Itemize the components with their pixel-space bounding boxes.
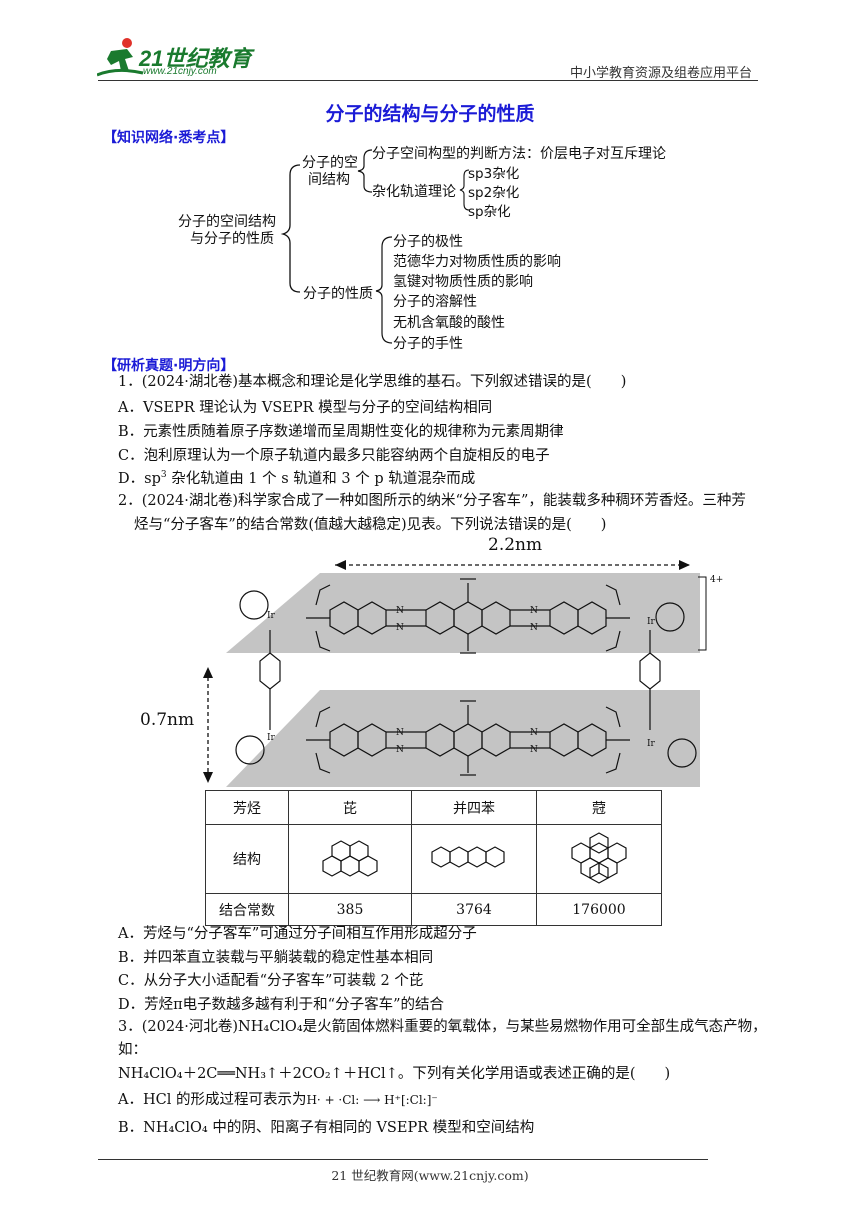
tetracene-structure-icon: [431, 846, 505, 868]
tree-branch1-line1: 分子的空: [302, 155, 358, 171]
runner-logo-icon: [97, 38, 144, 77]
tree-vsepr-method: 分子空间构型的判断方法：价层电子对互斥理论: [372, 146, 666, 162]
figure-ir-bottom-left: Ir: [267, 733, 275, 743]
q3-option-a-formula: H· + ·Cl: ⟶ H⁺[:Cl:]⁻: [306, 1093, 438, 1107]
logo-text: 21世纪教育: [139, 46, 252, 71]
q1-option-d-sup: 3: [160, 470, 167, 481]
q2-option-c: C．从分子大小适配看“分子客车”可装载 2 个芘: [118, 973, 424, 989]
tetracene-structure: [411, 824, 537, 894]
figure-n-bottom-4: N: [530, 745, 538, 755]
table-constant-coronene: 176000: [536, 893, 662, 926]
figure-height-label: 0.7nm: [140, 710, 195, 730]
tree-branch2: 分子的性质: [303, 286, 373, 302]
tree-item-vdw: 范德华力对物质性质的影响: [393, 254, 561, 270]
q2-stem-line1: 2．(2024·湖北卷)科学家合成了一种如图所示的纳米“分子客车”，能装载多种稠…: [118, 493, 746, 509]
figure-ir-bottom-right: Ir: [647, 739, 655, 749]
table-name-coronene: 蒄: [536, 790, 662, 825]
q2-option-a: A．芳烃与“分子客车”可通过分子间相互作用形成超分子: [118, 926, 477, 942]
footer-divider: [98, 1159, 708, 1160]
figure-n-bottom-3: N: [530, 728, 538, 738]
q1-option-d-prefix: D．sp: [118, 471, 161, 487]
binding-constant-table: 芳烃 芘 并四苯 蒄 结构: [205, 790, 662, 926]
pyrene-structure-icon: [322, 840, 378, 877]
tree-root-line1: 分子的空间结构: [178, 214, 276, 230]
tree-sp2: sp2杂化: [468, 185, 520, 201]
tree-braces: [280, 149, 470, 344]
table-constant-pyrene: 385: [288, 893, 412, 926]
q1-option-d-rest: 杂化轨道由 1 个 s 轨道和 3 个 p 轨道混杂而成: [166, 471, 476, 487]
q2-stem-line2: 烃与“分子客车”的结合常数(值越大越稳定)见表。下列说法错误的是( ): [134, 517, 607, 533]
section-knowledge-network: 【知识网络·悉考点】: [103, 130, 235, 146]
pyrene-structure: [288, 824, 412, 894]
q1-option-a: A．VSEPR 理论认为 VSEPR 模型与分子的空间结构相同: [118, 400, 493, 416]
q3-option-b: B．NH₄ClO₄ 中的阴、阳离子有相同的 VSEPR 模型和空间结构: [118, 1120, 535, 1136]
logo-url: www.21cnjy.com: [143, 66, 217, 77]
section-real-exams: 【研析真题·明方向】: [103, 358, 235, 374]
q1-option-d: D．sp3 杂化轨道由 1 个 s 轨道和 3 个 p 轨道混杂而成: [118, 467, 475, 488]
q2-option-b: B．并四苯直立装载与平躺装载的稳定性基本相同: [118, 950, 434, 966]
tree-item-solubility: 分子的溶解性: [393, 294, 477, 310]
coronene-structure-icon: [571, 832, 627, 884]
figure-n-top-2: N: [396, 623, 404, 633]
platform-name: 中小学教育资源及组卷应用平台: [570, 66, 753, 81]
table-constant-tetracene: 3764: [411, 893, 537, 926]
tree-sp: sp杂化: [468, 204, 511, 220]
header-divider: [98, 80, 758, 81]
q3-equation: NH₄ClO₄＋2C══NH₃↑＋2CO₂↑＋HCl↑。下列有关化学用语或表述正…: [118, 1066, 671, 1082]
knowledge-tree: 分子的空间结构 与分子的性质 分子的空 间结构 分子空间构型的判断方法：价层电子…: [0, 0, 860, 360]
figure-n-bottom-1: N: [396, 728, 404, 738]
table-header-arene: 芳烃: [205, 790, 289, 825]
q1-option-b: B．元素性质随着原子序数递增而呈周期性变化的规律称为元素周期律: [118, 424, 564, 440]
coronene-structure: [536, 824, 662, 894]
figure-width-label: 2.2nm: [488, 535, 543, 555]
figure-n-top-1: N: [396, 606, 404, 616]
figure-n-top-3: N: [530, 606, 538, 616]
figure-ir-top-right: Ir: [647, 617, 655, 627]
q3-stem-line2: 如：: [118, 1042, 147, 1058]
table-header-constant: 结合常数: [205, 893, 289, 926]
table-name-tetracene: 并四苯: [411, 790, 537, 825]
tree-hybrid-theory: 杂化轨道理论: [372, 184, 456, 200]
figure-n-top-4: N: [530, 623, 538, 633]
figure-charge-label: 4+: [710, 575, 724, 585]
figure-n-bottom-2: N: [396, 745, 404, 755]
page-title: 分子的结构与分子的性质: [325, 103, 535, 125]
tree-sp3: sp3杂化: [468, 166, 520, 182]
q3-option-a-text: A．HCl 的形成过程可表示为: [118, 1092, 307, 1108]
molecular-bus-figure: 2.2nm 0.7nm 4+ Ir Ir Ir Ir N N N N N N N…: [130, 535, 730, 790]
tree-root-line2: 与分子的性质: [190, 231, 274, 247]
q3-stem-line1: 3．(2024·河北卷)NH₄ClO₄是火箭固体燃料重要的氧载体，与某些易燃物作…: [118, 1019, 767, 1035]
tree-branch1-line2: 间结构: [308, 172, 350, 188]
q1-option-c: C．泡利原理认为一个原子轨道内最多只能容纳两个自旋相反的电子: [118, 448, 550, 464]
q2-option-d: D．芳烃π电子数越多越有利于和“分子客车”的结合: [118, 997, 444, 1013]
footer: 21 世纪教育网(www.21cnjy.com): [331, 1168, 529, 1183]
logo: 21世纪教育 www.21cnjy.com: [97, 37, 257, 79]
tree-item-polarity: 分子的极性: [393, 234, 463, 250]
tree-item-hbond: 氢键对物质性质的影响: [393, 274, 533, 290]
q3-option-a: A．HCl 的形成过程可表示为H· + ·Cl: ⟶ H⁺[:Cl:]⁻: [118, 1088, 438, 1109]
table-name-pyrene: 芘: [288, 790, 412, 825]
figure-ir-top-left: Ir: [267, 611, 275, 621]
q1-stem: 1．(2024·湖北卷)基本概念和理论是化学思维的基石。下列叙述错误的是( ): [118, 374, 627, 390]
table-header-structure: 结构: [205, 824, 289, 894]
tree-item-chirality: 分子的手性: [393, 336, 463, 352]
tree-item-oxyacid: 无机含氧酸的酸性: [393, 315, 505, 331]
